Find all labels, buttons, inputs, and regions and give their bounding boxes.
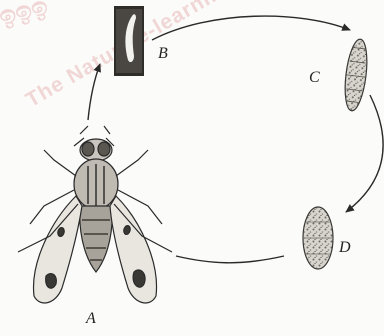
arrow-b-to-c	[152, 16, 350, 40]
stage-a-fly	[18, 126, 172, 303]
stage-b-egg	[114, 6, 144, 76]
label-stage-c: C	[309, 70, 320, 86]
arrow-c-to-d	[346, 95, 383, 212]
stage-d-pupa	[303, 207, 333, 269]
arrow-d-to-a	[176, 256, 284, 263]
stage-c-larva	[342, 38, 371, 112]
label-stage-a: A	[86, 311, 96, 327]
label-stage-b: B	[158, 46, 168, 62]
label-stage-d: D	[339, 240, 351, 256]
arrow-a-to-b	[88, 64, 100, 120]
